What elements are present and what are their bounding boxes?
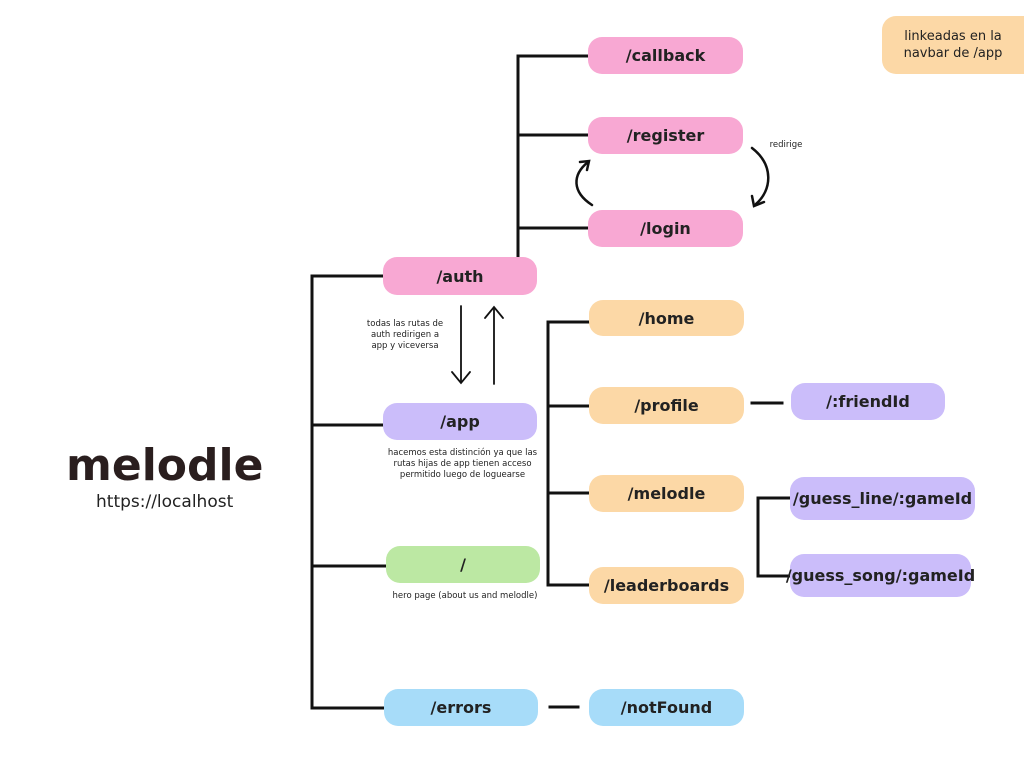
route-profile: /profile <box>589 387 744 424</box>
route-root: / <box>386 546 540 583</box>
root-note: hero page (about us and melodle) <box>392 591 538 601</box>
route-home: /home <box>589 300 744 336</box>
site-title: melodle <box>66 440 264 491</box>
route-melodle: /melodle <box>589 475 744 512</box>
route-guess-song: /guess_song/:gameId <box>786 554 975 597</box>
legend-note: linkeadas en la navbar de /app <box>882 16 1024 74</box>
route-callback: /callback <box>588 37 743 74</box>
route-auth: /auth <box>383 257 537 295</box>
route-register: /register <box>588 117 743 154</box>
route-not-found: /notFound <box>589 689 744 726</box>
auth-app-note: todas las rutas de auth redirigen a app … <box>366 319 444 351</box>
route-login: /login <box>588 210 743 247</box>
site-url: https://localhost <box>96 492 234 512</box>
route-errors: /errors <box>384 689 538 726</box>
route-friend-id: /:friendId <box>791 383 945 420</box>
route-app: /app <box>383 403 537 440</box>
app-children-note: hacemos esta distinción ya que las rutas… <box>387 448 538 480</box>
redirige-note: redirige <box>769 140 803 150</box>
route-guess-line: /guess_line/:gameId <box>790 477 975 520</box>
route-leaderboards: /leaderboards <box>589 567 744 604</box>
